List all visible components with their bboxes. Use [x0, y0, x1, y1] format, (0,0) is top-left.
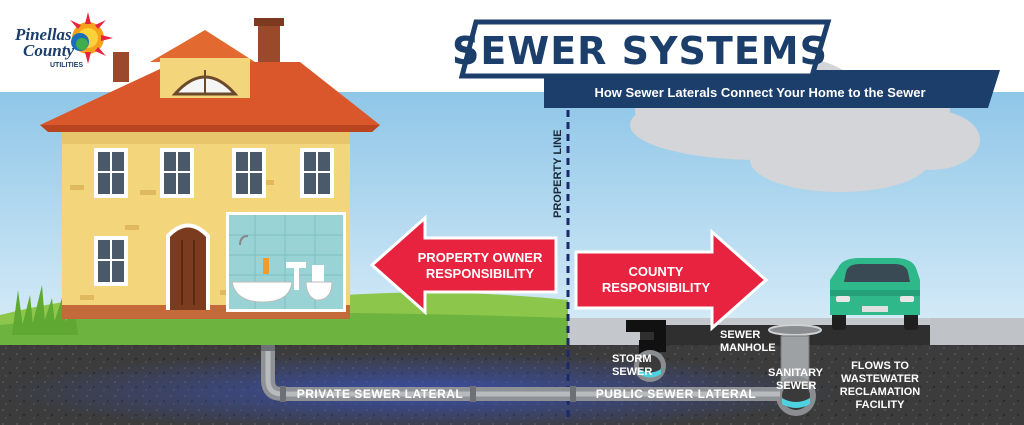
property-owner-label-1: PROPERTY OWNER: [418, 250, 543, 265]
sanitary-label-1: SANITARY: [768, 367, 824, 379]
manhole-label-1: SEWER: [720, 329, 760, 341]
logo-line-2: County: [23, 41, 74, 60]
flows-label-3: RECLAMATION: [840, 386, 921, 398]
county-arrow: COUNTY RESPONSIBILITY: [574, 228, 769, 332]
pinellas-county-utilities-logo: Pinellas County UTILITIES: [14, 12, 113, 69]
page-title: SEWER SYSTEMS: [452, 29, 828, 73]
storm-label-2: SEWER: [612, 366, 652, 378]
sanitary-sewer: [776, 376, 816, 416]
car: [830, 258, 920, 330]
private-lateral-label: PRIVATE SEWER LATERAL: [297, 387, 464, 401]
logo-line-1: Pinellas: [14, 25, 72, 44]
property-line-label: PROPERTY LINE: [552, 130, 564, 218]
storm-sewer: [626, 320, 666, 382]
county-label-2: RESPONSIBILITY: [602, 280, 711, 295]
logo-line-3: UTILITIES: [50, 62, 83, 69]
sun-icon: [70, 12, 113, 64]
flows-label-1: FLOWS TO: [851, 360, 909, 372]
bathroom-cutaway: [226, 212, 346, 312]
flows-label-2: WASTEWATER: [841, 373, 919, 385]
page-subtitle: How Sewer Laterals Connect Your Home to …: [594, 85, 925, 100]
county-label-1: COUNTY: [629, 264, 684, 279]
storm-label-1: STORM: [612, 353, 652, 365]
property-owner-arrow: PROPERTY OWNER RESPONSIBILITY: [369, 214, 558, 316]
header-banner: SEWER SYSTEMS How Sewer Laterals Connect…: [452, 19, 1000, 108]
house-door: [166, 223, 210, 310]
manhole-label-2: MANHOLE: [720, 342, 776, 354]
public-lateral-label: PUBLIC SEWER LATERAL: [596, 387, 756, 401]
property-owner-label-2: RESPONSIBILITY: [426, 266, 535, 281]
house: [40, 18, 380, 319]
sanitary-label-2: SEWER: [776, 380, 816, 392]
flows-label-4: FACILITY: [856, 399, 906, 411]
sewer-lateral-pipe: [261, 345, 780, 402]
house-window: [94, 148, 334, 286]
